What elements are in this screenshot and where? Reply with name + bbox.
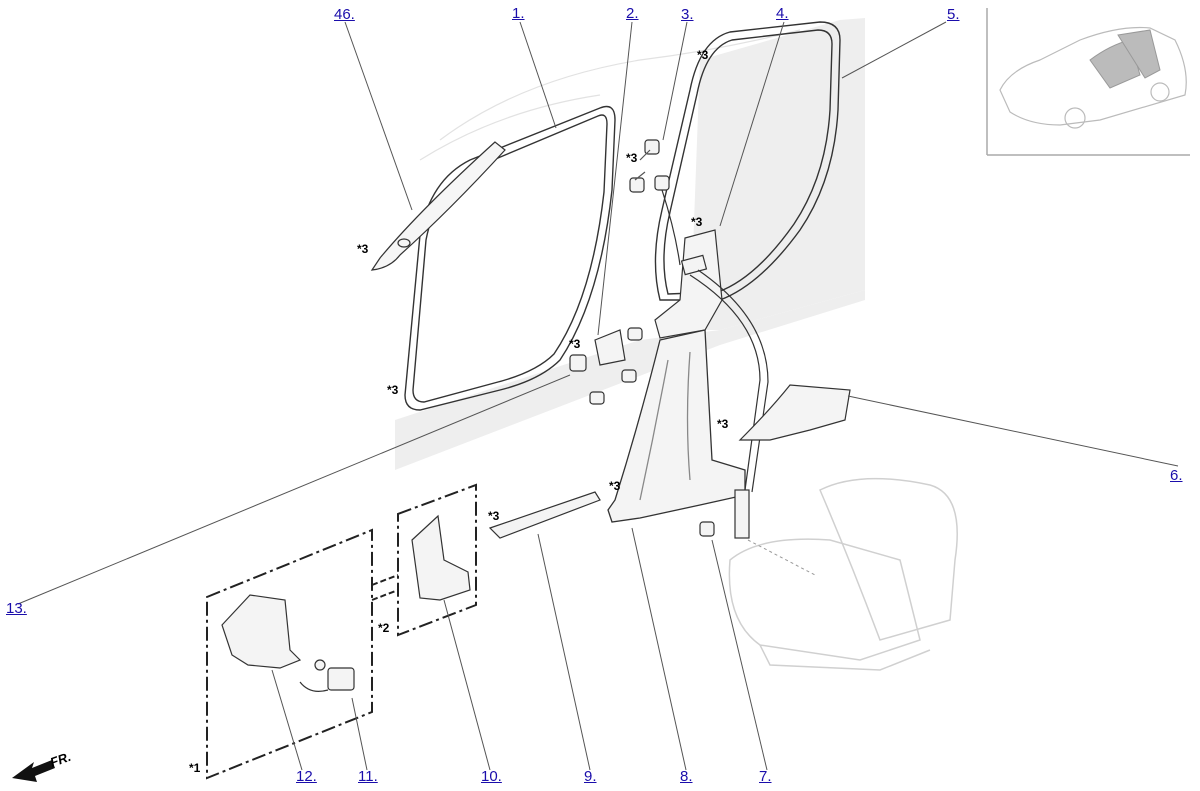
note-star3: *3 — [387, 383, 399, 397]
callout-3[interactable]: 3. — [681, 6, 694, 23]
callout-1[interactable]: 1. — [512, 5, 525, 22]
note-star3: *3 — [488, 509, 500, 523]
note-star3: *3 — [609, 479, 621, 493]
connector-unit — [299, 659, 355, 692]
note-star1: *1 — [189, 761, 201, 775]
pillar-cover-10 — [411, 514, 471, 601]
seat-ghost — [728, 477, 958, 671]
leader-lines — [17, 21, 1179, 771]
callout-8[interactable]: 8. — [680, 768, 693, 785]
retractor-bracket — [569, 327, 643, 405]
callout-4[interactable]: 4. — [776, 5, 789, 22]
note-star3: *3 — [697, 48, 709, 62]
rear-side-trim — [738, 384, 851, 441]
pillar-garnish-46 — [370, 141, 506, 271]
seat-belt-webbing — [661, 189, 769, 539]
callout-7[interactable]: 7. — [759, 768, 772, 785]
callout-46[interactable]: 46. — [334, 6, 355, 23]
vehicle-inset — [986, 8, 1190, 156]
belt-path-dotted — [747, 539, 816, 576]
callout-11[interactable]: 11. — [358, 768, 378, 785]
callout-6[interactable]: 6. — [1170, 467, 1183, 484]
callout-5[interactable]: 5. — [947, 6, 960, 23]
note-star3: *3 — [569, 337, 581, 351]
roof-ghost-lines — [419, 29, 801, 161]
center-pillar-upper-garnish — [654, 229, 723, 339]
kick-panel — [221, 594, 302, 669]
callout-12[interactable]: 12. — [296, 768, 317, 785]
note-star2: *2 — [378, 621, 390, 635]
anchor-bolt — [699, 521, 715, 537]
callout-13[interactable]: 13. — [6, 600, 27, 617]
detail-box-connectors — [371, 574, 399, 601]
body-panel-ghost — [395, 18, 865, 470]
callout-2[interactable]: 2. — [626, 5, 639, 22]
callout-10[interactable]: 10. — [481, 768, 502, 785]
detail-box-left — [206, 528, 373, 780]
note-star3: *3 — [717, 417, 729, 431]
note-star3: *3 — [626, 151, 638, 165]
detail-box-right — [397, 483, 477, 637]
belt-adjuster-bolts — [629, 139, 670, 193]
front-direction-arrow-icon — [12, 760, 55, 782]
scuff-plate — [488, 491, 601, 539]
callout-9[interactable]: 9. — [584, 768, 597, 785]
note-star3: *3 — [357, 242, 369, 256]
note-star3: *3 — [691, 215, 703, 229]
